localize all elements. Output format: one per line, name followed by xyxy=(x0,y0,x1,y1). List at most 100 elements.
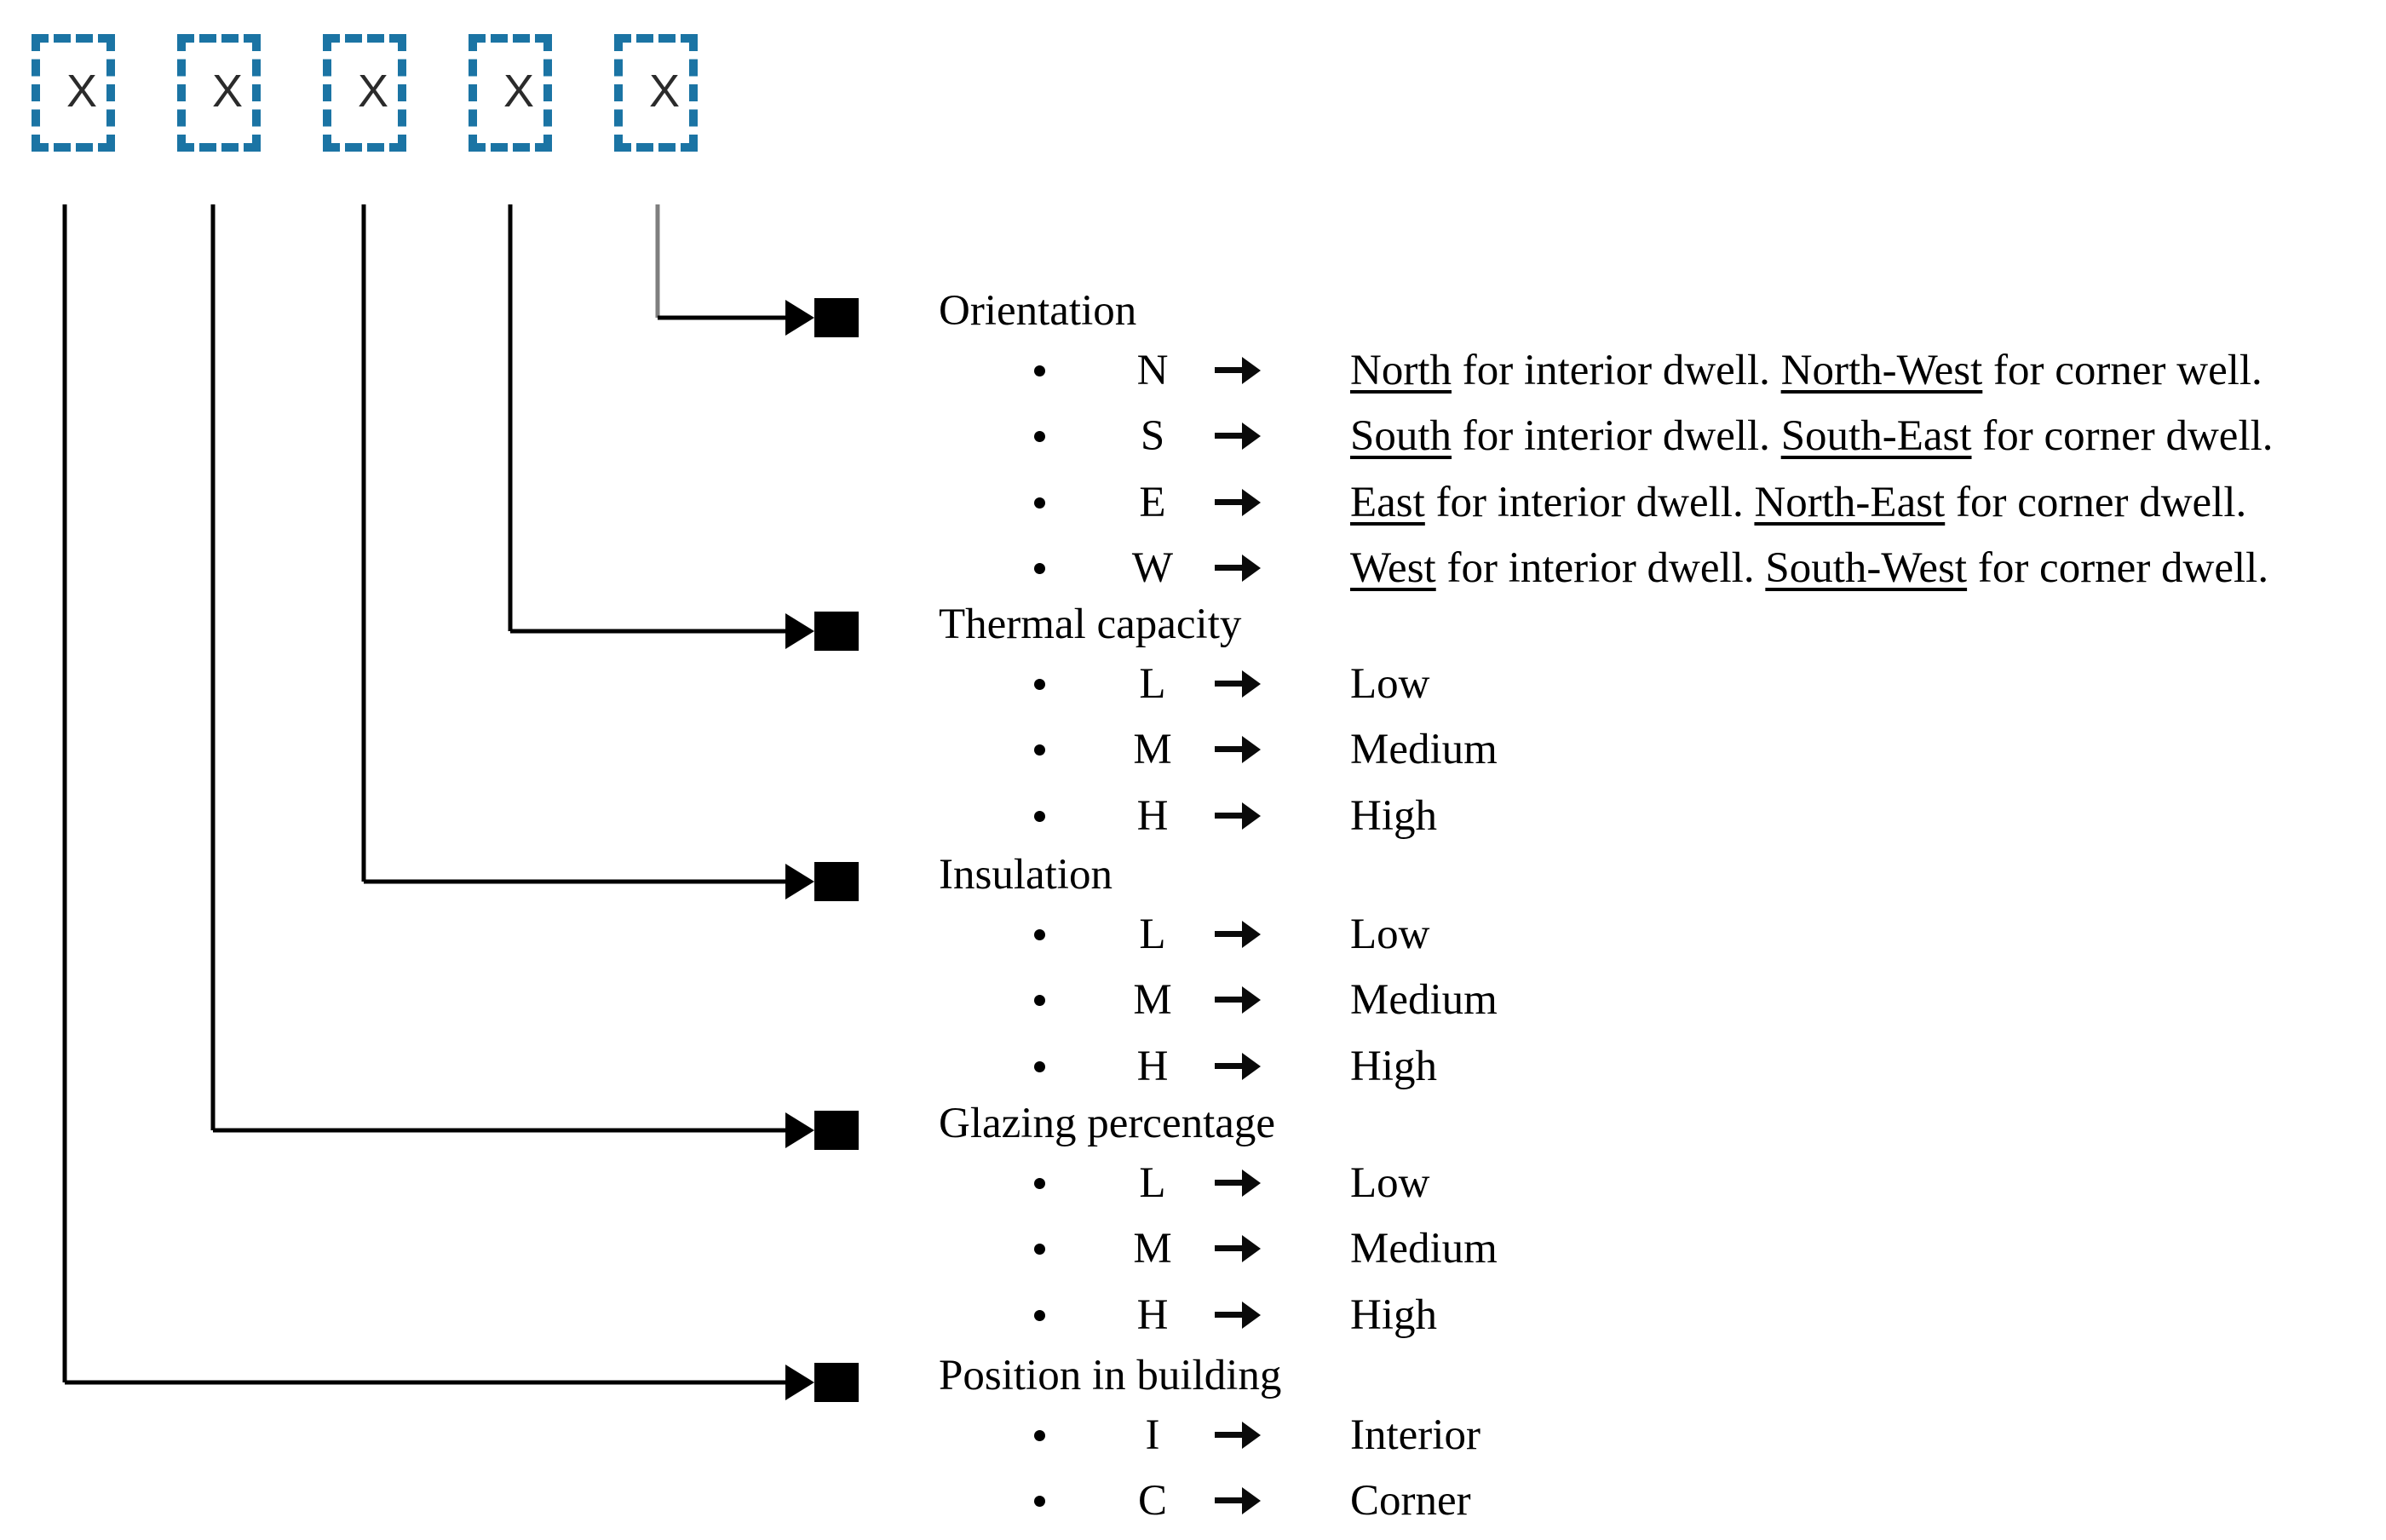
item-description: North for interior dwell. North-West for… xyxy=(1350,335,2262,406)
arrow-head xyxy=(1242,921,1261,948)
connector-square-node xyxy=(814,862,859,901)
arrow-bar xyxy=(1215,1432,1242,1438)
bullet-dot-icon xyxy=(1034,431,1045,442)
description-text: Low xyxy=(1350,1159,1430,1207)
item-code: C xyxy=(1137,1477,1168,1525)
arrow-bar xyxy=(1215,1312,1242,1318)
item-code: E xyxy=(1139,479,1166,526)
code-box-label: X xyxy=(357,66,389,117)
legend-item-row: H High xyxy=(0,1279,2386,1351)
item-code: L xyxy=(1139,1159,1166,1207)
bullet-dot-icon xyxy=(1034,1310,1045,1321)
description-underlined-text: North-West xyxy=(1780,347,1983,394)
description-text: for interior dwell. xyxy=(1452,412,1781,460)
description-underlined-text: North xyxy=(1350,347,1452,394)
arrow-head xyxy=(1242,986,1261,1014)
right-arrow-icon xyxy=(1215,1301,1261,1330)
connector-arrowhead-icon xyxy=(785,613,814,649)
code-box: X xyxy=(32,34,115,152)
description-text: Interior xyxy=(1350,1411,1480,1459)
arrow-bar xyxy=(1215,997,1242,1003)
item-code: H xyxy=(1136,792,1169,840)
description-text: High xyxy=(1350,792,1437,840)
right-arrow-icon xyxy=(1215,1169,1261,1198)
connector-arrowhead-icon xyxy=(785,1112,814,1148)
arrow-head xyxy=(1242,736,1261,763)
bullet-dot-icon xyxy=(1034,365,1045,376)
description-text: Medium xyxy=(1350,1225,1498,1273)
arrow-bar xyxy=(1215,681,1242,687)
connector-square-node xyxy=(814,1111,859,1150)
bullet-dot-icon xyxy=(1034,1496,1045,1507)
right-arrow-icon xyxy=(1215,1234,1261,1263)
arrow-head xyxy=(1242,802,1261,830)
legend-item-row: I Interior xyxy=(0,1399,2386,1471)
item-description: Medium xyxy=(1350,1213,1498,1284)
legend-item-row: H High xyxy=(0,780,2386,852)
legend-item-row: M Medium xyxy=(0,964,2386,1036)
right-arrow-icon xyxy=(1215,735,1261,764)
connector-square-node xyxy=(814,1363,859,1402)
bullet-dot-icon xyxy=(1034,1061,1045,1072)
item-code: M xyxy=(1133,976,1172,1024)
right-arrow-icon xyxy=(1215,920,1261,949)
bullet-dot-icon xyxy=(1034,1430,1045,1441)
item-code: M xyxy=(1133,1225,1172,1273)
description-underlined-text: South-East xyxy=(1780,412,1972,460)
code-box: X xyxy=(323,34,406,152)
description-text: for corner dwell. xyxy=(1971,412,2274,460)
item-code: L xyxy=(1139,660,1166,708)
section-title: Position in building xyxy=(939,1352,1282,1399)
section-header-row: Glazing percentage xyxy=(0,1088,2386,1159)
code-box: X xyxy=(614,34,698,152)
description-text: Low xyxy=(1350,911,1430,958)
item-description: Low xyxy=(1350,899,1429,970)
bullet-dot-icon xyxy=(1034,811,1045,822)
arrow-bar xyxy=(1215,499,1242,505)
code-box-label: X xyxy=(66,66,98,117)
right-arrow-icon xyxy=(1215,356,1261,385)
section-header-row: Orientation xyxy=(0,275,2386,347)
legend-item-row: C Corner xyxy=(0,1465,2386,1537)
bullet-dot-icon xyxy=(1034,679,1045,690)
description-text: for corner dwell. xyxy=(1945,479,2247,526)
arrow-head xyxy=(1242,1302,1261,1329)
item-description: Interior xyxy=(1350,1399,1480,1471)
bullet-dot-icon xyxy=(1034,497,1045,509)
section-title: Thermal capacity xyxy=(939,600,1242,648)
item-description: West for interior dwell. South-West for … xyxy=(1350,532,2268,604)
legend-item-row: L Low xyxy=(0,648,2386,720)
item-code: L xyxy=(1139,911,1166,958)
bullet-dot-icon xyxy=(1034,1244,1045,1255)
section-title: Glazing percentage xyxy=(939,1100,1276,1147)
arrow-bar xyxy=(1215,1497,1242,1503)
description-underlined-text: North-East xyxy=(1754,479,1946,526)
right-arrow-icon xyxy=(1215,669,1261,698)
item-description: East for interior dwell. North-East for … xyxy=(1350,467,2246,538)
legend-item-row: E East for interior dwell. North-East fo… xyxy=(0,467,2386,538)
legend-item-row: L Low xyxy=(0,1147,2386,1219)
right-arrow-icon xyxy=(1215,554,1261,583)
bullet-dot-icon xyxy=(1034,744,1045,756)
arrow-bar xyxy=(1215,931,1242,937)
legend-item-row: W West for interior dwell. South-West fo… xyxy=(0,532,2386,604)
description-text: for interior dwell. xyxy=(1451,347,1781,394)
arrow-head xyxy=(1242,1235,1261,1262)
item-code: H xyxy=(1136,1291,1169,1339)
legend-item-row: M Medium xyxy=(0,714,2386,785)
bullet-dot-icon xyxy=(1034,563,1045,574)
arrow-head xyxy=(1242,357,1261,384)
item-description: High xyxy=(1350,780,1437,852)
code-box: X xyxy=(177,34,261,152)
arrow-bar xyxy=(1215,1063,1242,1069)
arrow-head xyxy=(1242,1487,1261,1514)
legend-item-row: M Medium xyxy=(0,1213,2386,1284)
right-arrow-icon xyxy=(1215,1421,1261,1450)
legend-item-row: L Low xyxy=(0,899,2386,970)
right-arrow-icon xyxy=(1215,1486,1261,1515)
connector-arrowhead-icon xyxy=(785,864,814,899)
code-box-label: X xyxy=(503,66,535,117)
arrow-bar xyxy=(1215,1245,1242,1251)
description-text: High xyxy=(1350,1291,1437,1339)
